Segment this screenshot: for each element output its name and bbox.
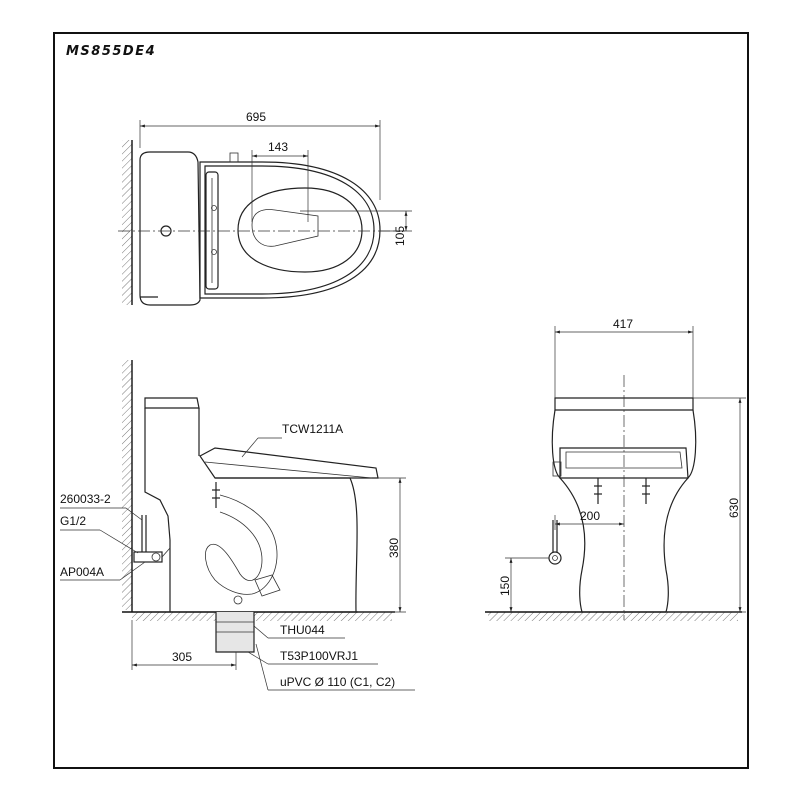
- drawing-frame: [53, 32, 749, 769]
- dim-105: 105: [393, 226, 407, 246]
- dim-695: 695: [246, 110, 266, 124]
- label-valve: 260033-2: [60, 492, 111, 506]
- dim-143: 143: [268, 140, 288, 154]
- dim-380: 380: [387, 538, 401, 558]
- label-waste: T53P100VRJ1: [280, 649, 358, 663]
- model-title: MS855DE4: [66, 44, 156, 59]
- side-view: 260033-2 G1/2 AP004A TCW1211A 380 305 TH…: [60, 360, 415, 691]
- dim-200: 200: [580, 509, 600, 523]
- dim-630: 630: [727, 498, 741, 518]
- label-seat: TCW1211A: [282, 422, 343, 436]
- label-thread: G1/2: [60, 514, 86, 528]
- top-view: 695 143 105: [118, 110, 412, 306]
- dim-150: 150: [498, 576, 512, 596]
- label-pipe: uPVC Ø 110 (C1, C2): [280, 675, 395, 689]
- dim-417: 417: [613, 317, 633, 331]
- label-hose: AP004A: [60, 565, 104, 579]
- dim-305: 305: [172, 650, 192, 664]
- front-view: 417 630 200 150: [485, 317, 746, 621]
- label-flange: THU044: [280, 623, 325, 637]
